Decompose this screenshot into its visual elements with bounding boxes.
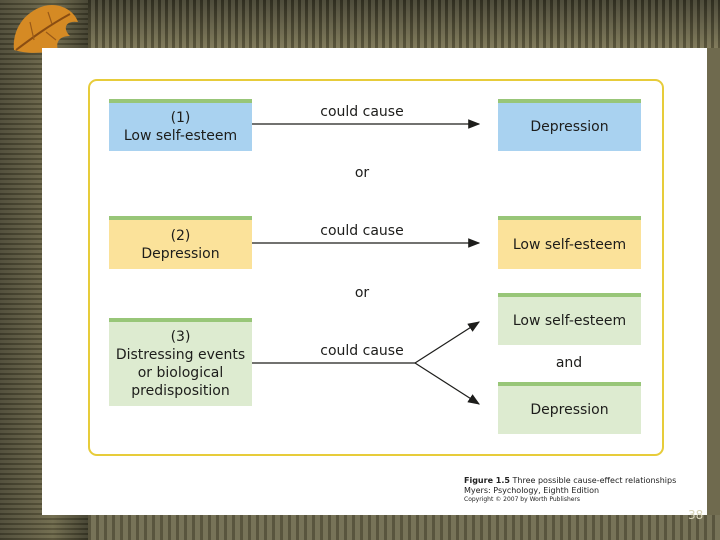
link-label-2: could cause bbox=[320, 223, 404, 239]
cause-box-3: (3) Distressing events or biological pre… bbox=[109, 318, 252, 406]
page-number: 38 bbox=[688, 508, 704, 522]
separator-or-2: or bbox=[354, 285, 370, 301]
conjunction-and: and bbox=[555, 355, 583, 371]
effect-box-1: Depression bbox=[498, 99, 641, 151]
background-texture-bottom bbox=[88, 515, 720, 540]
link-label-3: could cause bbox=[320, 343, 404, 359]
background-texture-top bbox=[88, 0, 720, 48]
cause-box-2: (2) Depression bbox=[109, 216, 252, 269]
figure-source: Myers: Psychology, Eighth Edition bbox=[464, 486, 600, 495]
figure-caption: Figure 1.5 Three possible cause-effect r… bbox=[464, 476, 676, 504]
effect-box-3-top: Low self-esteem bbox=[498, 293, 641, 345]
effect-box-2: Low self-esteem bbox=[498, 216, 641, 269]
figure-title: Three possible cause-effect relationship… bbox=[512, 476, 677, 485]
arrow-row3-down bbox=[414, 362, 481, 405]
autumn-leaf-icon bbox=[13, 4, 78, 55]
link-label-1: could cause bbox=[320, 104, 404, 120]
cause-box-1: (1) Low self-esteem bbox=[109, 99, 252, 151]
figure-label: Figure 1.5 bbox=[464, 476, 510, 485]
separator-or-1: or bbox=[354, 165, 370, 181]
arrow-row3-up bbox=[414, 321, 481, 364]
effect-box-3-bottom: Depression bbox=[498, 382, 641, 434]
figure-copyright: Copyright © 2007 by Worth Publishers bbox=[464, 496, 581, 503]
arrows-layer bbox=[252, 119, 481, 405]
slide: (1) Low self-esteem could cause Depressi… bbox=[42, 48, 707, 515]
